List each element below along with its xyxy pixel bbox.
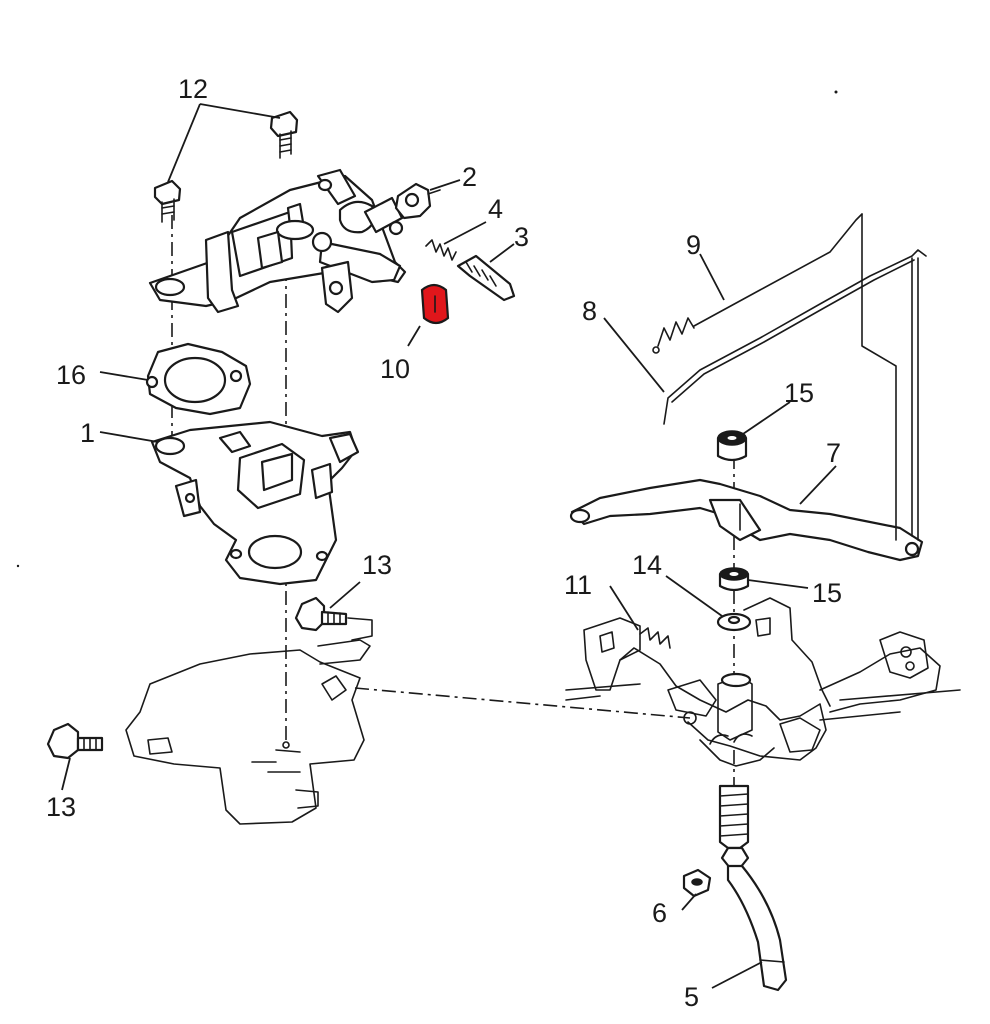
governor-shaft-5 [718, 784, 788, 992]
bolt-13-upper [294, 596, 373, 641]
governor-control-bracket [148, 168, 407, 314]
spring-4 [425, 239, 457, 261]
callout-14: 14 [632, 550, 662, 580]
callout-11: 11 [564, 570, 592, 600]
part-10-highlighted [420, 283, 450, 325]
callout-8: 8 [582, 296, 597, 326]
callout-10: 10 [380, 354, 410, 384]
callout-2: 2 [462, 162, 477, 192]
washer-14 [716, 612, 752, 632]
engine-block-right [565, 597, 961, 767]
callout-4: 4 [488, 194, 503, 224]
leader-lines [61, 103, 837, 989]
callout-3: 3 [514, 222, 529, 252]
bushing-15-lower [718, 567, 750, 592]
throttle-link-8 [663, 249, 927, 541]
governor-lever-7 [569, 478, 924, 562]
bolt-12-right [269, 110, 299, 159]
swivel-2 [394, 182, 441, 220]
spring-11 [639, 627, 671, 649]
nut-6 [682, 868, 712, 898]
callout-labels: 1 2 3 4 5 6 7 8 9 10 11 12 13 13 14 15 1… [46, 74, 842, 1012]
governor-spring-9 [652, 213, 897, 541]
callout-13-lower: 13 [46, 792, 76, 822]
callout-5: 5 [684, 982, 699, 1012]
callout-12: 12 [178, 74, 208, 104]
screw-3 [456, 254, 516, 302]
callout-1: 1 [80, 418, 95, 448]
callout-13-upper: 13 [362, 550, 392, 580]
bolt-13-lower [46, 722, 104, 760]
callout-7: 7 [826, 438, 841, 468]
bushing-15-upper [716, 430, 748, 462]
callout-15-lower: 15 [812, 578, 842, 608]
engine-housing-outline [125, 639, 371, 825]
callout-16: 16 [56, 360, 86, 390]
bracket-1 [150, 420, 360, 586]
gasket-16 [145, 342, 252, 416]
callout-15-upper: 15 [784, 378, 814, 408]
bolt-12-left [153, 179, 182, 223]
callout-9: 9 [686, 230, 701, 260]
callout-6: 6 [652, 898, 667, 928]
